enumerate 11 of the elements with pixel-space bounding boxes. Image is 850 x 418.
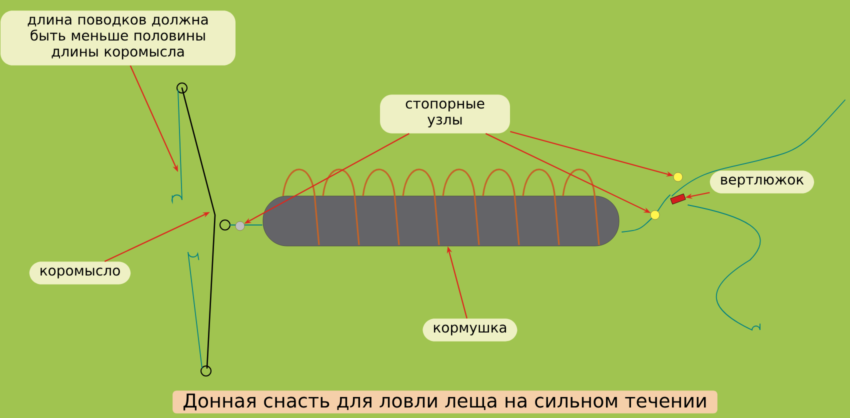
feeder-drawing xyxy=(262,196,620,246)
callout-box: длина поводков должна быть меньше половины длины коромысла xyxy=(0,10,236,66)
stopper-knot xyxy=(650,210,660,220)
title-banner: Донная снасть для ловли леща на сильном течении xyxy=(172,390,718,414)
callout-box: коромысло xyxy=(29,262,131,284)
callout-box: стопорные узлы xyxy=(380,94,510,134)
bead xyxy=(235,221,245,231)
callout-box: вертлюжок xyxy=(710,170,814,194)
swivel xyxy=(670,194,686,204)
stopper-knot xyxy=(673,172,683,182)
callout-box: кормушка xyxy=(422,318,518,342)
